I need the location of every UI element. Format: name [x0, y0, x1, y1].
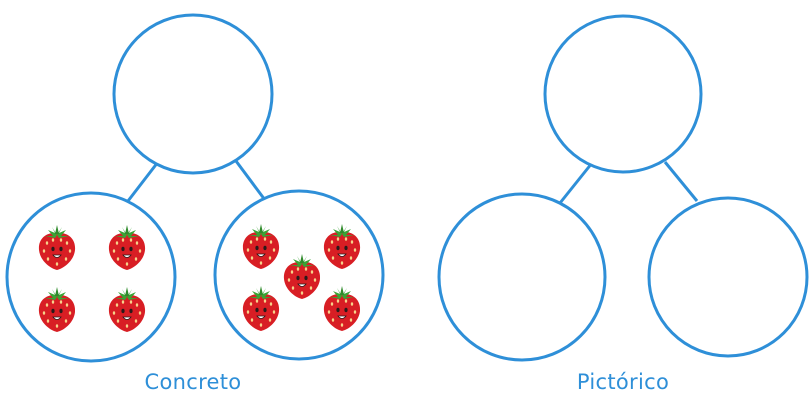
caption-concreto: Concreto — [144, 370, 242, 394]
connector-left — [558, 162, 594, 204]
connector-right — [234, 160, 267, 201]
whole-circle — [112, 13, 274, 175]
part-circle-left — [5, 191, 177, 363]
part-circle-right — [647, 196, 809, 358]
whole-circle — [543, 14, 703, 174]
connector-right — [663, 161, 699, 202]
connector-left — [126, 161, 160, 202]
part-circle-left — [437, 192, 607, 362]
caption-pictorico: Pictórico — [576, 370, 670, 394]
diagram-pictorico — [437, 14, 809, 362]
